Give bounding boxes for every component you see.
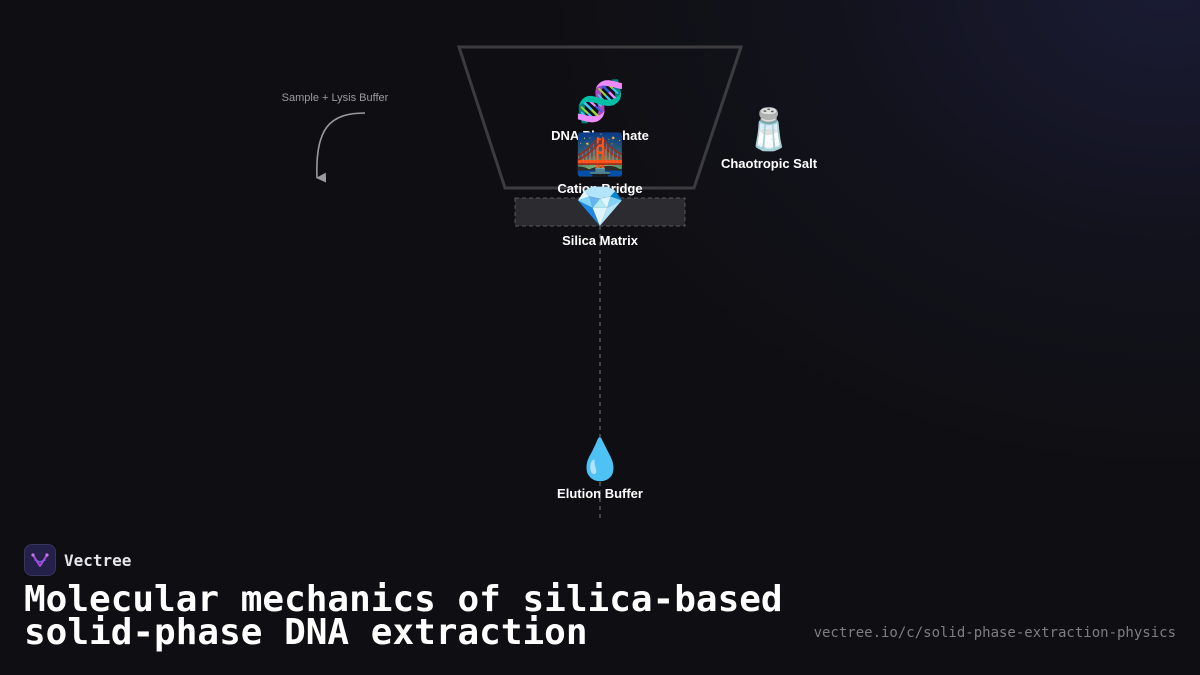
elution-buffer-label: Elution Buffer — [557, 486, 643, 501]
droplet-icon: 💧 — [575, 437, 625, 483]
source-url[interactable]: vectree.io/c/solid-phase-extraction-phys… — [813, 625, 1176, 641]
vectree-logo-icon — [24, 544, 56, 576]
node-dna-phosphate: 🧬 DNA Phosphate — [551, 80, 649, 143]
sample-arrow — [316, 112, 366, 183]
chaotropic-salt-label: Chaotropic Salt — [720, 156, 818, 171]
node-elution-buffer: 💧 Elution Buffer — [557, 438, 643, 501]
silica-membrane — [514, 197, 686, 227]
node-chaotropic-salt: 🧂 Chaotropic Salt — [721, 108, 817, 171]
dna-phosphate-label: DNA Phosphate — [551, 128, 649, 143]
column-funnel — [456, 45, 744, 190]
brand-name: Vectree — [64, 550, 132, 570]
gem-icon: 💎 — [575, 184, 625, 230]
sample-lysis-label: Sample + Lysis Buffer — [281, 92, 389, 104]
bridge-icon: 🌉 — [575, 132, 625, 178]
silica-matrix-label: Silica Matrix — [562, 233, 638, 248]
node-silica-matrix: 💎 Silica Matrix — [562, 185, 638, 248]
cation-bridge-label: Cation Bridge — [557, 181, 643, 196]
page-title: Molecular mechanics of silica-based soli… — [24, 579, 783, 653]
salt-shaker-icon: 🧂 — [744, 107, 794, 153]
dna-icon: 🧬 — [575, 79, 625, 125]
brand: Vectree — [24, 544, 131, 576]
node-cation-bridge: 🌉 Cation Bridge — [557, 133, 642, 196]
